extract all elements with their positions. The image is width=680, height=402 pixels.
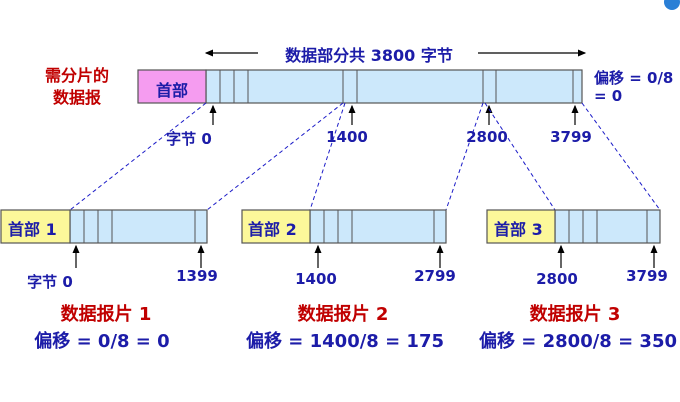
fragment-3-header: 首部 3 [494,220,543,239]
main-byte-arrows [209,104,579,125]
fragment-3-end: 3799 [626,267,668,285]
fragment-1-end: 1399 [176,267,218,285]
original-datagram-bar [137,69,583,104]
fragment-1-header: 首部 1 [8,220,57,239]
fragment-2-bar [241,209,447,244]
original-offset-line1: 偏移 = 0/8 [594,69,674,87]
fragment-3-start: 2800 [536,270,578,288]
original-label-line1: 需分片的 [45,66,110,85]
fragment-1-title: 数据报片 1 [60,304,152,325]
data-span-label: 数据部分共 3800 字节 [285,46,453,65]
fragment-3-title: 数据报片 3 [529,304,621,325]
mapping-lines [69,102,661,211]
fragment-2-header: 首部 2 [248,220,297,239]
main-header-label: 首部 [155,81,189,100]
fragment-2-end: 2799 [414,267,456,285]
fragment-3-offset: 偏移 = 2800/8 = 350 [479,331,677,352]
original-label-line2: 数据报 [53,88,102,107]
fragment-2-offset: 偏移 = 1400/8 = 175 [246,331,444,352]
fragment-byte-arrows [72,244,658,268]
corner-dot [664,0,680,10]
byte-label-3799: 3799 [550,128,592,146]
fragment-2-title: 数据报片 2 [297,304,389,325]
original-offset-line2: = 0 [594,87,623,105]
fragment-1-start: 字节 0 [27,273,73,291]
fragment-2-start: 1400 [295,270,337,288]
fragment-3-bar [486,209,661,244]
byte-label-0: 字节 0 [166,130,212,148]
byte-label-1400: 1400 [326,128,368,146]
main-header-block [137,69,207,104]
byte-label-2800: 2800 [466,128,508,146]
fragment-1-bar [0,209,208,244]
fragment-1-offset: 偏移 = 0/8 = 0 [34,331,170,352]
